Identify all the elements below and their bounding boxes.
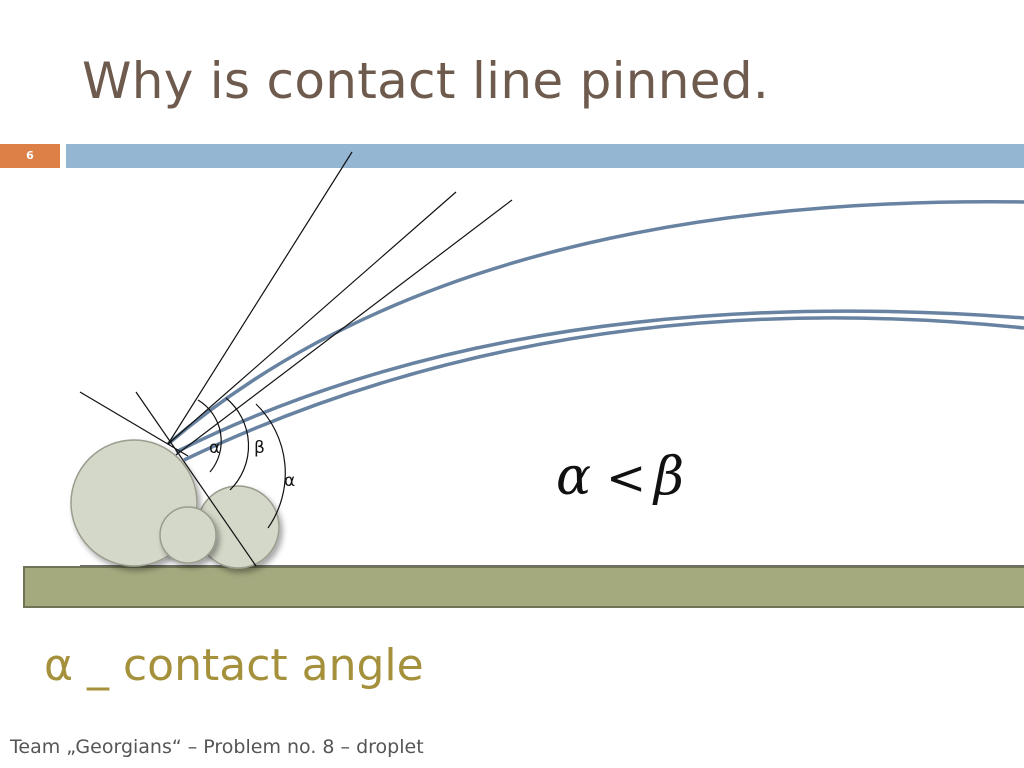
- angle-arc-alpha-2: [255, 403, 286, 529]
- surface-tangent-line-1: [79, 391, 189, 457]
- contact-angle-caption: α _ contact angle: [44, 640, 424, 691]
- substrate: [23, 566, 1024, 608]
- angle-arc-alpha-1: [197, 399, 222, 473]
- inequality-operator: <: [606, 450, 646, 506]
- tangent-line-1: [167, 151, 353, 445]
- inequality-left: α: [556, 447, 591, 507]
- slide-footer: Team „Georgians“ – Problem no. 8 – dropl…: [10, 736, 424, 758]
- angle-arc-beta: [225, 397, 250, 491]
- particle-small: [159, 506, 217, 564]
- inequality-right: β: [652, 447, 684, 507]
- angle-label-alpha-2: α: [284, 471, 295, 491]
- header-accent-bar: [66, 144, 1024, 168]
- slide-number-badge: [0, 144, 60, 168]
- droplet-profile-middle: [175, 309, 1024, 454]
- slide-number: 6: [26, 149, 34, 162]
- surface-tangent-line-2: [135, 391, 257, 567]
- tangent-line-2: [167, 191, 457, 445]
- slide-title: Why is contact line pinned.: [82, 52, 770, 110]
- droplet-profile-outer: [166, 200, 1024, 446]
- angle-label-beta: β: [254, 438, 265, 458]
- tangent-line-3: [175, 199, 513, 456]
- angle-label-alpha-1: α: [209, 438, 220, 458]
- droplet-profile-inner: [183, 316, 1024, 462]
